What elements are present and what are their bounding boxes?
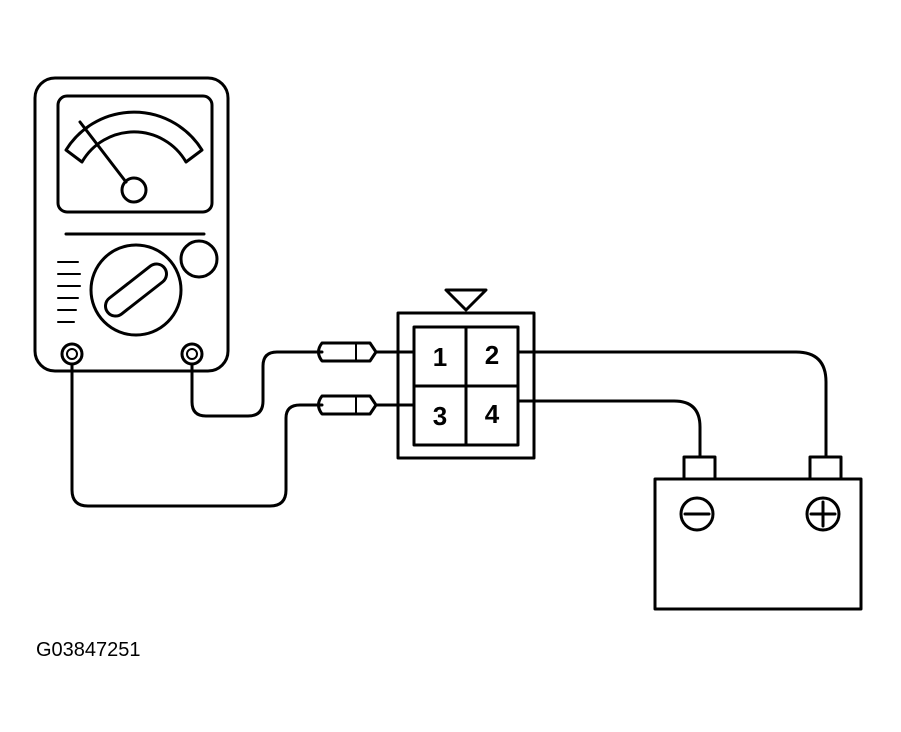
plus-circle-icon [805, 496, 841, 532]
battery [653, 455, 863, 611]
terminal-4-label: 4 [485, 399, 500, 429]
wire-terminal-4-to-negative [516, 399, 702, 459]
range-selector-knob[interactable] [89, 243, 183, 337]
negative-probe-jack[interactable] [60, 342, 84, 366]
probe-clip-upper[interactable] [317, 341, 378, 363]
battery-case [653, 477, 863, 611]
multimeter [33, 76, 230, 373]
zero-adjust-button[interactable] [179, 239, 219, 279]
positive-probe-jack[interactable] [180, 342, 204, 366]
connector: 1 2 3 4 [396, 288, 536, 460]
meter-needle [78, 120, 128, 184]
range-scale-marks [57, 261, 81, 323]
connector-housing [396, 311, 536, 460]
figure-code: G03847251 [36, 639, 141, 661]
multimeter-body [33, 76, 230, 373]
negative-post[interactable] [682, 455, 717, 481]
minus-circle-icon [679, 496, 715, 532]
meter-scale-arc [64, 110, 204, 164]
test-leads [70, 341, 416, 508]
terminal-2-label: 2 [485, 340, 499, 370]
positive-test-lead [190, 350, 324, 418]
probe-clip-lower[interactable] [317, 394, 378, 416]
battery-wires [516, 350, 828, 459]
terminal-1-label: 1 [433, 342, 447, 372]
terminal-3-label: 3 [433, 401, 447, 431]
positive-post[interactable] [808, 455, 843, 481]
connector-locator-triangle [444, 288, 488, 312]
negative-test-lead [70, 362, 324, 508]
wire-terminal-2-to-positive [516, 350, 828, 459]
needle-pivot [120, 176, 148, 204]
knob-pointer [104, 262, 168, 318]
meter-display [56, 94, 214, 214]
